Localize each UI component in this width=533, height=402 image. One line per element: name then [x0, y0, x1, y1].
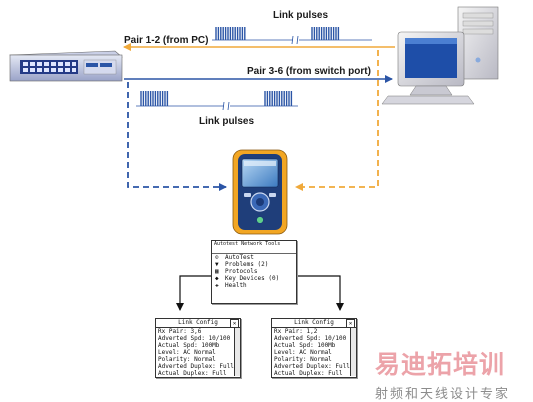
link-config-right-row: Polarity: Normal — [274, 356, 332, 363]
menu-item-autotest[interactable]: ⊙AutoTest — [215, 254, 254, 261]
link-config-left-row: Rx Pair: 3,6 — [158, 328, 202, 335]
pc-icon — [381, 6, 499, 105]
scrollbar[interactable] — [234, 328, 240, 376]
link-config-right-row: Rx Pair: 1,2 — [274, 328, 318, 335]
link-config-left-row: Polarity: Normal — [158, 356, 216, 363]
menu-item-health[interactable]: ✚Health — [215, 282, 247, 289]
link-config-right-row: Adverted Spd: 10/100 — [274, 335, 347, 342]
link-config-left-title: Link Config — [178, 319, 218, 326]
menu-item-problems[interactable]: ▼Problems (2) — [215, 261, 269, 268]
menu-to-detail-connectors — [176, 275, 344, 311]
link-config-screen-left: Link Config ✕ Rx Pair: 3,6 Adverted Spd: … — [155, 318, 241, 378]
link-config-right-row: Level: AC Normal — [274, 349, 332, 356]
close-icon[interactable]: ✕ — [230, 319, 239, 328]
menu-item-protocols[interactable]: ▦Protocols — [215, 268, 258, 275]
link-config-right-row: Adverted Duplex: Full — [274, 363, 350, 370]
link-config-right-row: Actual Spd: 100Mb — [274, 342, 336, 349]
link-config-left-row: Adverted Duplex: Full — [158, 363, 234, 370]
switch-icon — [9, 50, 123, 82]
autotest-icon: ⊙ — [215, 254, 219, 261]
tester-tap-blue-dashed — [127, 82, 227, 191]
protocols-icon: ▦ — [215, 268, 219, 275]
watermark: 易迪拓培训 射频和天线设计专家 — [375, 345, 525, 402]
close-icon[interactable]: ✕ — [346, 319, 355, 328]
scrollbar[interactable] — [350, 328, 356, 376]
key-devices-icon: ◆ — [215, 275, 219, 282]
watermark-main-text: 易迪拓培训 — [375, 350, 506, 379]
link-config-left-row: Actual Duplex: Full — [158, 370, 227, 377]
link-config-right-title: Link Config — [294, 319, 334, 326]
pair-3-6-label: Pair 3-6 (from switch port) — [247, 66, 371, 77]
link-config-left-row: Adverted Spd: 10/100 — [158, 335, 231, 342]
link-config-right-row: Actual Duplex: Full — [274, 370, 343, 377]
problems-icon: ▼ — [215, 261, 219, 268]
link-pulses-bottom-waveform — [136, 91, 298, 111]
link-config-screen-right: Link Config ✕ Rx Pair: 1,2 Adverted Spd: … — [271, 318, 357, 378]
watermark-sub-text: 射频和天线设计专家 — [375, 387, 511, 402]
link-pulses-top-waveform — [212, 27, 372, 45]
tester-tap-orange-dashed — [295, 50, 379, 191]
network-tester-device — [232, 149, 288, 235]
link-config-left-row: Actual Spd: 100Mb — [158, 342, 220, 349]
link-pulses-top-label: Link pulses — [273, 10, 329, 21]
link-config-left-row: Level: AC Normal — [158, 349, 216, 356]
link-pulses-bottom-label: Link pulses — [199, 116, 255, 127]
pair-1-2-label: Pair 1-2 (from PC) — [124, 35, 209, 46]
tester-main-menu-screen: Autotest Network Tools ⊙AutoTest ▼Proble… — [211, 240, 297, 304]
tester-menu-header: Autotest Network Tools — [212, 241, 296, 254]
health-icon: ✚ — [215, 282, 219, 289]
menu-item-key-devices[interactable]: ◆Key Devices (0) — [215, 275, 280, 282]
